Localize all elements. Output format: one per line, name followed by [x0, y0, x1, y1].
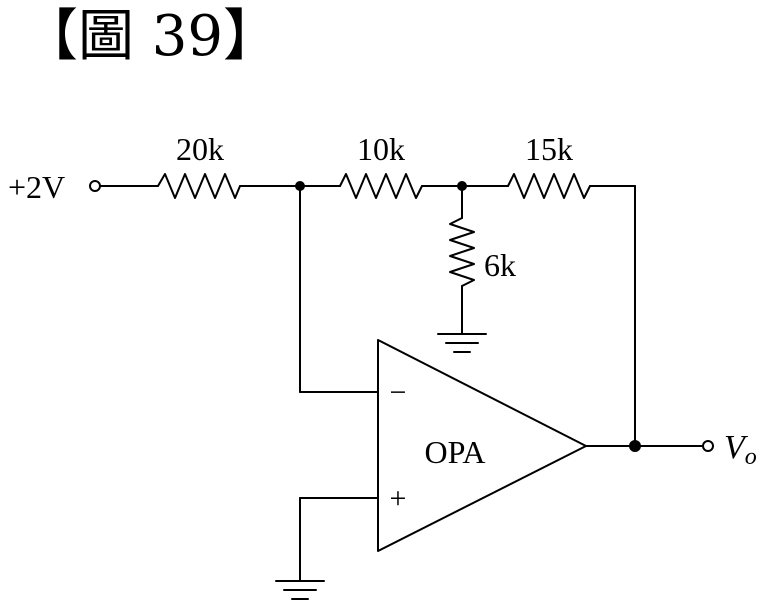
resistor-20k	[157, 173, 241, 199]
resistor-6k	[449, 217, 475, 287]
noninverting-input-sign: +	[390, 482, 407, 515]
opamp-triangle	[377, 339, 587, 552]
resistor-15k-label: 15k	[525, 131, 573, 167]
resistor-10k-label: 10k	[357, 131, 405, 167]
junction-node2	[457, 181, 467, 191]
inverting-input-sign: −	[390, 376, 407, 409]
output-terminal	[702, 440, 714, 452]
resistor-20k-label: 20k	[176, 131, 224, 167]
input-voltage-label: +2V	[8, 169, 65, 205]
output-voltage-label: Vo	[724, 429, 757, 470]
resistor-10k	[339, 173, 423, 199]
junction-node1	[295, 181, 305, 191]
resistor-6k-label: 6k	[484, 247, 516, 283]
input-terminal	[89, 180, 101, 192]
figure-title: 【圖 39】	[22, 4, 280, 69]
output-voltage-sub: o	[745, 444, 757, 470]
resistor-15k	[507, 173, 591, 199]
junction-output	[629, 440, 641, 452]
opamp-label: OPA	[424, 434, 485, 470]
